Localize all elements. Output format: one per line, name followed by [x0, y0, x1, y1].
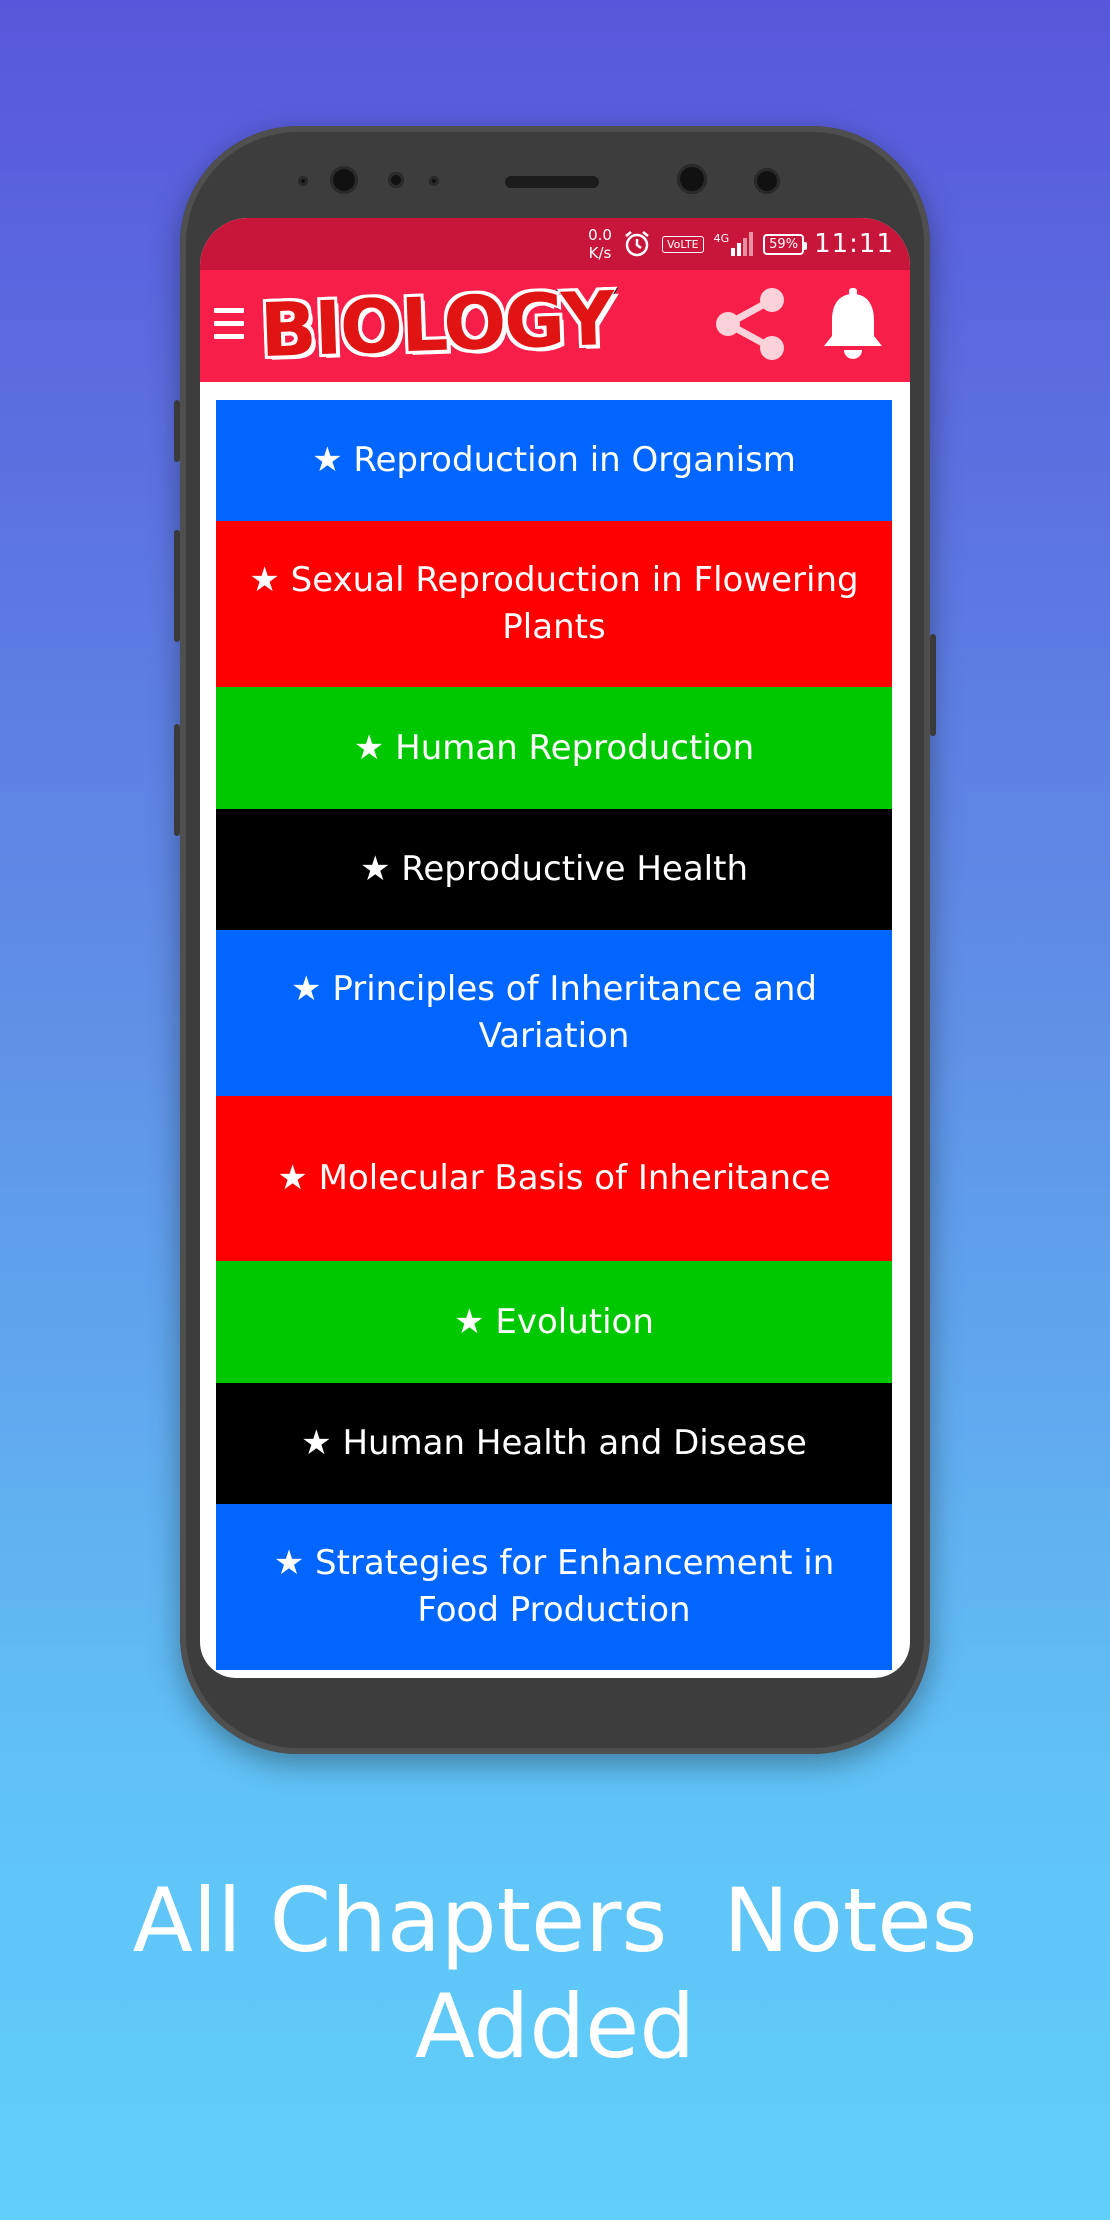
chapter-item[interactable]: ★ Principles of Inheritance and Variatio… — [216, 930, 892, 1096]
chapter-label: ★ Molecular Basis of Inheritance — [277, 1158, 831, 1198]
hamburger-icon[interactable] — [214, 308, 244, 346]
chapter-label: ★ Evolution — [454, 1301, 654, 1342]
phone-side-button — [930, 634, 936, 736]
chapter-label: ★ Reproduction in Organism — [312, 440, 796, 480]
status-bar: 0.0 K/s VoLTE 4G — [200, 218, 910, 270]
earpiece-speaker — [505, 176, 599, 188]
network-speed: 0.0 K/s — [588, 226, 612, 262]
network-speed-value: 0.0 — [588, 226, 612, 244]
chapter-label: ★ Strategies for Enhancement in Food Pro… — [273, 1543, 835, 1630]
signal-icon: 4G — [714, 232, 754, 256]
chapter-label: ★ Principles of Inheritance and Variatio… — [291, 969, 817, 1056]
chapter-item[interactable]: ★ Strategies for Enhancement in Food Pro… — [216, 1504, 892, 1670]
promo-caption: All Chapters Notes Added — [0, 1868, 1110, 2080]
sensor-dot — [429, 176, 439, 186]
alarm-icon — [625, 231, 649, 257]
volte-badge: VoLTE — [661, 235, 704, 253]
chapter-list: ★ Reproduction in Organism ★ Sexual Repr… — [216, 400, 892, 1670]
app-logo: BIOLOGY — [257, 274, 617, 376]
phone-side-button — [174, 724, 180, 836]
front-camera — [677, 164, 707, 194]
chapter-item[interactable]: ★ Human Health and Disease — [216, 1383, 892, 1504]
chapter-label: ★ Human Reproduction — [353, 727, 755, 768]
caption-line-1: All Chapters Notes — [132, 1869, 978, 1972]
sensor-dot — [298, 176, 308, 186]
phone-side-button — [174, 530, 180, 642]
chapter-label: ★ Sexual Reproduction in Flowering Plant… — [249, 560, 859, 647]
status-indicators: 0.0 K/s VoLTE 4G — [588, 224, 894, 264]
phone-side-button — [174, 400, 180, 462]
chapter-item[interactable]: ★ Human Reproduction — [216, 687, 892, 809]
chapter-label: ★ Human Health and Disease — [301, 1423, 807, 1463]
chapter-item[interactable]: ★ Reproduction in Organism — [216, 400, 892, 521]
chapter-item[interactable]: ★ Molecular Basis of Inheritance — [216, 1096, 892, 1261]
bell-icon[interactable] — [820, 286, 886, 366]
sensor-dot — [388, 172, 404, 188]
chapter-item[interactable]: ★ Sexual Reproduction in Flowering Plant… — [216, 521, 892, 687]
chapter-item[interactable]: ★ Evolution — [216, 1261, 892, 1383]
phone-mockup: 0.0 K/s VoLTE 4G — [174, 126, 936, 1754]
app-bar: BIOLOGY — [200, 270, 910, 386]
chapter-item[interactable]: ★ Reproductive Health — [216, 809, 892, 930]
status-time: 11:11 — [814, 229, 894, 259]
share-icon[interactable] — [712, 284, 792, 364]
battery-indicator: 59% — [763, 233, 807, 255]
front-camera — [754, 168, 780, 194]
network-type: 4G — [713, 232, 730, 245]
phone-screen: 0.0 K/s VoLTE 4G — [200, 218, 910, 1678]
caption-line-2: Added — [414, 1975, 696, 2078]
front-camera — [330, 166, 358, 194]
chapter-label: ★ Reproductive Health — [359, 849, 748, 889]
network-speed-unit: K/s — [588, 244, 612, 262]
